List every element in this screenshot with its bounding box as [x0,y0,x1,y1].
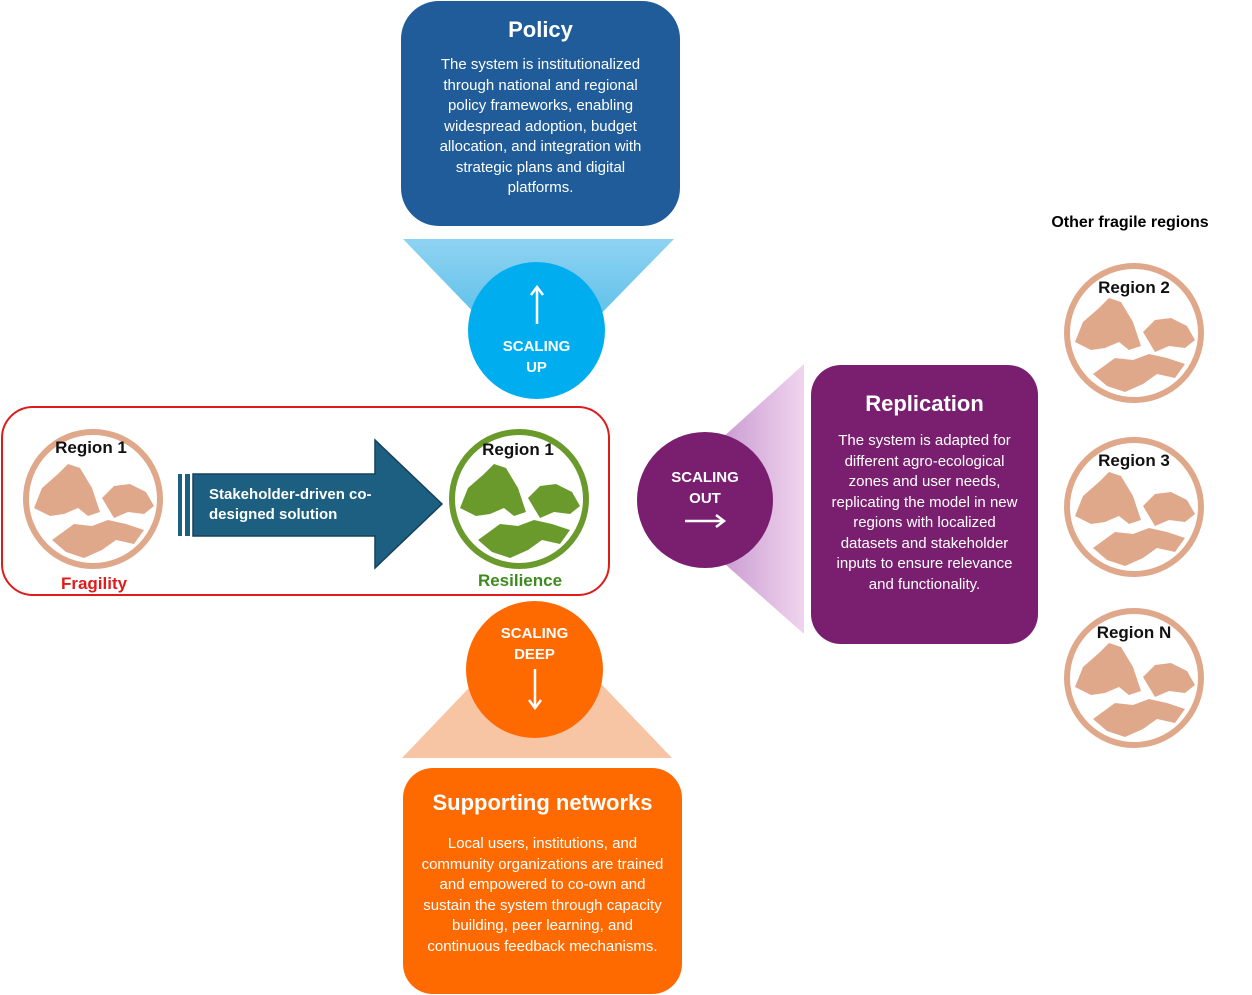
region-1-before-label: Region 1 [55,438,127,457]
other-regions-heading: Other fragile regions [1051,214,1209,231]
core-box [1,406,610,596]
landscape-icon [1075,298,1195,392]
scaling-out-circle: SCALING OUT [637,432,773,568]
scaling-out-line1: SCALING [671,468,739,486]
arrow-right-icon [683,513,727,534]
replication-card: Replication The system is adapted for di… [811,365,1038,644]
region-2-label: Region 2 [1098,278,1170,297]
supporting-networks-card: Supporting networks Local users, institu… [403,768,682,994]
landscape-icon [34,464,154,558]
region-2-circle [1064,263,1204,403]
scaling-up-line1: SCALING [502,337,571,355]
scaling-up-circle: SCALING UP [468,262,605,399]
scaling-deep-line2: DEEP [514,645,555,663]
arrow-up-icon [529,284,544,330]
region-1-after-label: Region 1 [482,440,554,459]
arrow-down-icon [527,668,542,717]
supporting-networks-title: Supporting networks [432,790,653,815]
scaling-deep-circle: SCALING DEEP [466,601,603,738]
replication-title: Replication [865,391,984,416]
region-n-label: Region N [1096,623,1172,642]
region-3-circle [1064,437,1204,577]
policy-title: Policy [508,17,573,42]
landscape-icon [1075,472,1195,566]
scaling-out-line2: OUT [689,489,721,507]
policy-card: Policy The system is institutionalized t… [401,1,680,226]
region-n-circle [1064,608,1204,748]
region-1-resilient-circle [449,429,589,569]
resilience-label: Resilience [477,571,563,590]
solution-arrow-label: Stakeholder-driven co-designed solution [209,486,372,523]
fragility-label: Fragility [60,574,128,593]
policy-text: The system is institutionalized through … [439,56,642,196]
landscape-green-icon [460,464,580,558]
solution-arrow [178,438,444,570]
region-3-label: Region 3 [1098,451,1170,470]
replication-text: The system is adapted for different agro… [831,432,1018,593]
landscape-icon [1075,643,1195,737]
supporting-networks-text: Local users, institutions, and community… [421,835,664,955]
region-1-fragile-circle [23,429,163,569]
scaling-deep-line1: SCALING [500,624,569,642]
scaling-up-line2: UP [526,358,547,376]
